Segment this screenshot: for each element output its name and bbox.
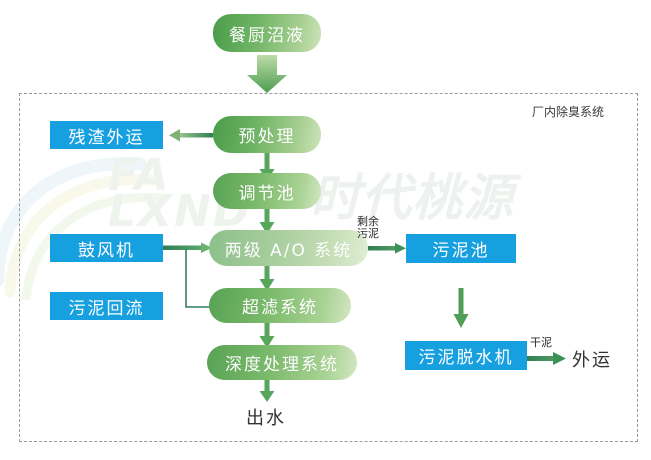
node-ultrafiltration-system[interactable]: 超滤系统 xyxy=(209,288,351,323)
node-equalization-tank[interactable]: 调节池 xyxy=(213,173,321,209)
node-advanced-treatment-system[interactable]: 深度处理系统 xyxy=(207,345,357,380)
node-sludge-dewatering-machine[interactable]: 污泥脱水机 xyxy=(405,341,527,370)
node-label: 鼓风机 xyxy=(78,240,135,261)
deodorization-enclosure xyxy=(19,93,638,442)
node-label: 调节池 xyxy=(238,183,296,204)
node-label: 两级 A/O 系统 xyxy=(224,240,353,261)
node-blower[interactable]: 鼓风机 xyxy=(50,234,163,262)
node-two-stage-ao-system[interactable]: 两级 A/O 系统 xyxy=(209,230,368,266)
edge-label-excess-sludge: 剩余 污泥 xyxy=(357,215,379,241)
node-label: 残渣外运 xyxy=(68,127,145,148)
node-label: 污泥回流 xyxy=(68,298,145,319)
node-label: 深度处理系统 xyxy=(225,355,339,375)
enclosure-label: 厂内除臭系统 xyxy=(532,105,605,119)
node-residue-haulaway[interactable]: 残渣外运 xyxy=(50,121,163,149)
node-effluent: 出水 xyxy=(246,408,286,429)
node-sludge-pool[interactable]: 污泥池 xyxy=(406,234,516,263)
node-label: 超滤系统 xyxy=(242,298,318,318)
node-label: 污泥池 xyxy=(432,241,490,261)
edge-label-dry-sludge: 干泥 xyxy=(530,336,552,349)
node-haul-out: 外运 xyxy=(572,350,612,371)
node-kitchen-biogas-slurry[interactable]: 餐厨沼液 xyxy=(213,14,321,52)
node-label: 预处理 xyxy=(238,127,296,147)
node-label: 餐厨沼液 xyxy=(229,25,305,46)
node-sludge-return[interactable]: 污泥回流 xyxy=(50,292,163,320)
arrow-source-to-pretreat xyxy=(247,55,287,93)
node-label: 污泥脱水机 xyxy=(418,348,514,368)
node-pretreatment[interactable]: 预处理 xyxy=(213,116,321,153)
